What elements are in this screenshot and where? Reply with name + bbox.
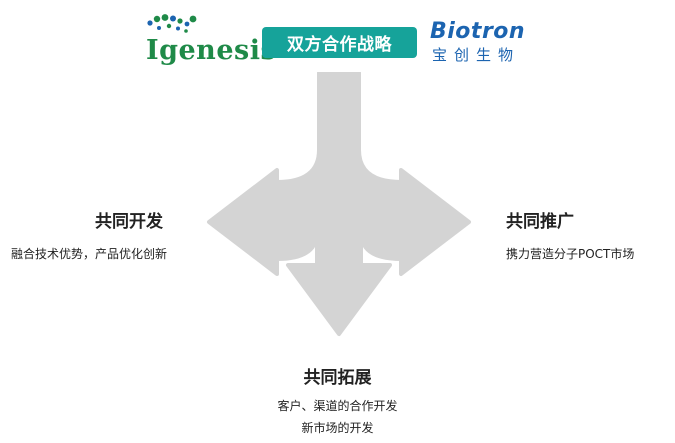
strategy-right-desc: 携力营造分子POCT市场 [506,247,635,261]
strategy-bottom-title: 共同拓展 [303,368,372,388]
strategy-left-title: 共同开发 [95,212,163,232]
igenesis-logo: Igenesis [142,14,276,66]
three-way-arrow-diagram [207,72,471,336]
three-way-arrow-shape [207,72,471,336]
strategy-bottom-desc-line2: 新市场的开发 [301,421,374,435]
strategy-badge: 双方合作战略 [262,27,417,58]
strategy-right-title: 共同推广 [506,212,574,232]
strategy-bottom-desc-line1: 客户、渠道的合作开发 [277,399,398,413]
strategy-left-desc: 融合技术优势，产品优化创新 [11,247,168,261]
biotron-logo-en: Biotron [430,19,526,44]
biotron-logo-cn: 宝创生物 [432,46,521,64]
biotron-logo: Biotron 宝创生物 [430,20,550,70]
strategy-badge-label: 双方合作战略 [287,35,392,55]
igenesis-dots-icon [147,14,197,33]
igenesis-logo-text: Igenesis [146,35,277,66]
